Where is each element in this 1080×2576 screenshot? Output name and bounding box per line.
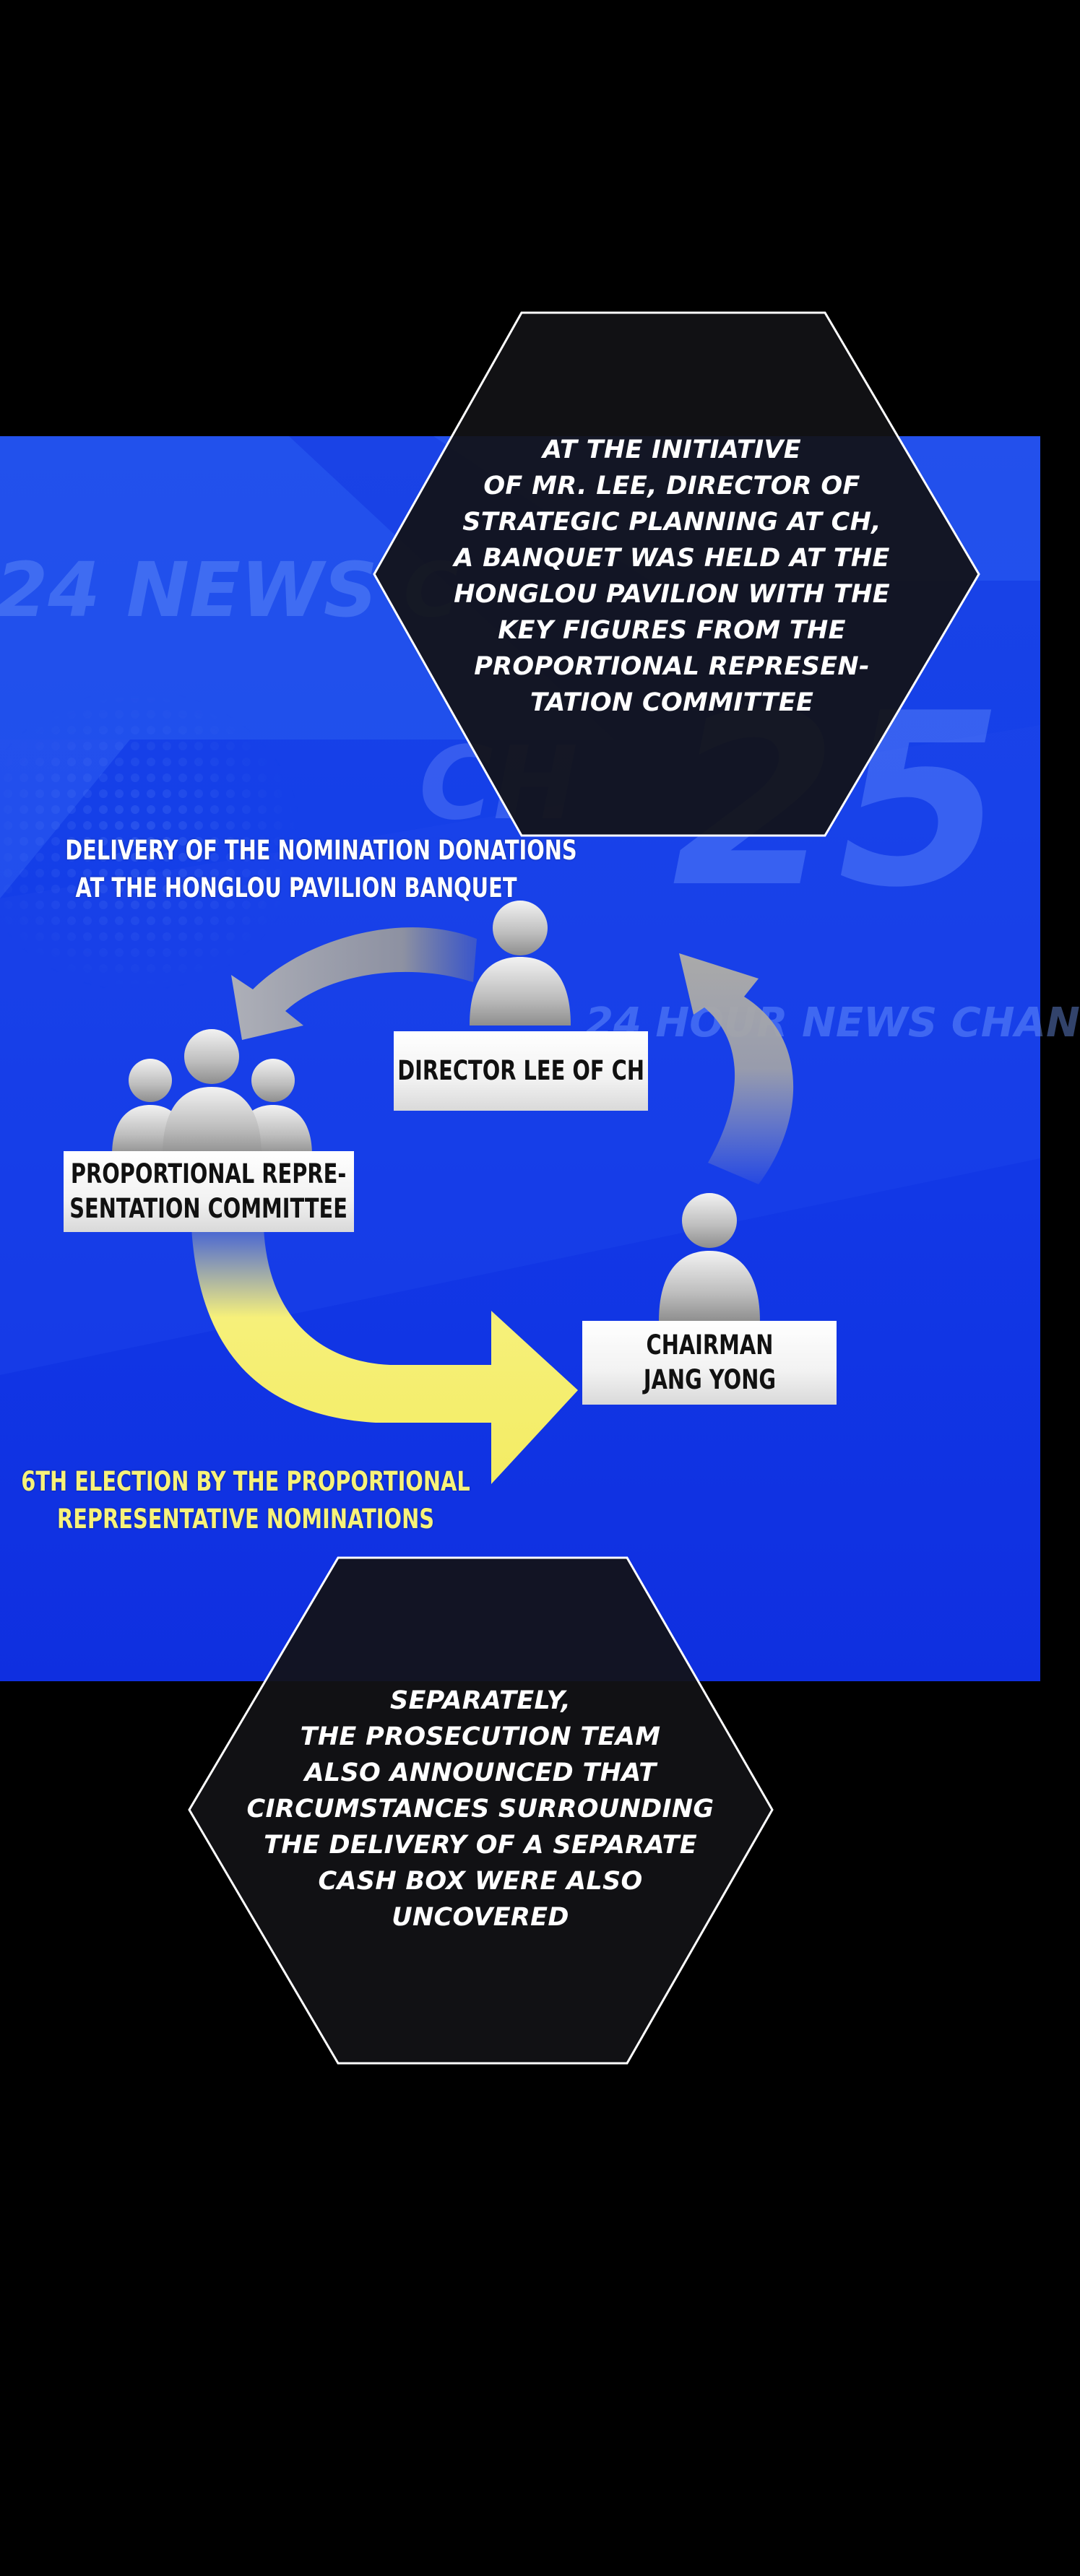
chairman-tag: CHAIRMAN JANG YONG — [582, 1321, 837, 1405]
director-tag: DIRECTOR LEE OF CH — [394, 1031, 648, 1111]
director-figure — [470, 901, 571, 1025]
chairman-tag-line: CHAIRMAN — [646, 1330, 773, 1361]
chairman-figure — [659, 1193, 760, 1322]
caption-line: HONGLOU PAVILION WITH THE — [454, 580, 890, 609]
caption-line: THE PROSECUTION TEAM — [300, 1722, 661, 1751]
delivery-label-line: DELIVERY OF THE NOMINATION DONATIONS — [65, 835, 577, 866]
election-label: 6TH ELECTION BY THE PROPORTIONAL REPRESE… — [20, 1463, 471, 1538]
caption-line: KEY FIGURES FROM THE — [498, 616, 846, 645]
watermark-sub-text: 24 HOUR NEWS CHAN — [585, 999, 1080, 1046]
caption-line: SEPARATELY, — [389, 1686, 571, 1715]
gray-arrow-to-director — [679, 953, 794, 1184]
committee-figures — [112, 1029, 312, 1155]
caption-line: TATION COMMITTEE — [530, 688, 814, 717]
bottom-caption: SEPARATELY, THE PROSECUTION TEAM ALSO AN… — [228, 1683, 733, 1935]
top-caption-hexagon — [373, 311, 980, 837]
caption-line: PROPORTIONAL REPRESEN- — [474, 652, 870, 681]
top-caption: AT THE INITIATIVE OF MR. LEE, DIRECTOR O… — [419, 432, 925, 721]
diagram-graphics — [112, 311, 980, 2065]
gray-arrow-to-committee — [231, 927, 477, 1040]
committee-tag: PROPORTIONAL REPRE- SENTATION COMMITTEE — [64, 1151, 354, 1232]
caption-line: CIRCUMSTANCES SURROUNDING — [246, 1795, 714, 1823]
caption-line: CASH BOX WERE ALSO — [318, 1867, 643, 1896]
election-label-line: 6TH ELECTION BY THE PROPORTIONAL — [21, 1466, 470, 1497]
caption-line: OF MR. LEE, DIRECTOR OF — [483, 472, 860, 500]
chairman-tag-line: JANG YONG — [643, 1364, 776, 1395]
election-label-line: REPRESENTATIVE NOMINATIONS — [56, 1504, 435, 1535]
yellow-arrow-to-chairman — [191, 1228, 578, 1484]
caption-line: A BANQUET WAS HELD AT THE — [454, 544, 890, 573]
delivery-label: DELIVERY OF THE NOMINATION DONATIONS AT … — [65, 832, 577, 907]
caption-line: STRATEGIC PLANNING AT CH, — [462, 508, 881, 537]
delivery-label-line: AT THE HONGLOU PAVILION BANQUET — [75, 872, 517, 903]
director-tag-label: DIRECTOR LEE OF CH — [397, 1055, 644, 1086]
caption-line: AT THE INITIATIVE — [542, 435, 802, 464]
bottom-caption-hexagon — [188, 1556, 774, 2065]
chairman-tag-label: CHAIRMAN JANG YONG — [643, 1328, 775, 1397]
committee-tag-line: PROPORTIONAL REPRE- — [71, 1158, 347, 1189]
caption-line: UNCOVERED — [392, 1903, 569, 1932]
committee-tag-line: SENTATION COMMITTEE — [69, 1193, 348, 1224]
committee-tag-label: PROPORTIONAL REPRE- SENTATION COMMITTEE — [70, 1157, 348, 1226]
caption-line: THE DELIVERY OF A SEPARATE — [264, 1831, 697, 1860]
caption-line: ALSO ANNOUNCED THAT — [304, 1758, 657, 1787]
